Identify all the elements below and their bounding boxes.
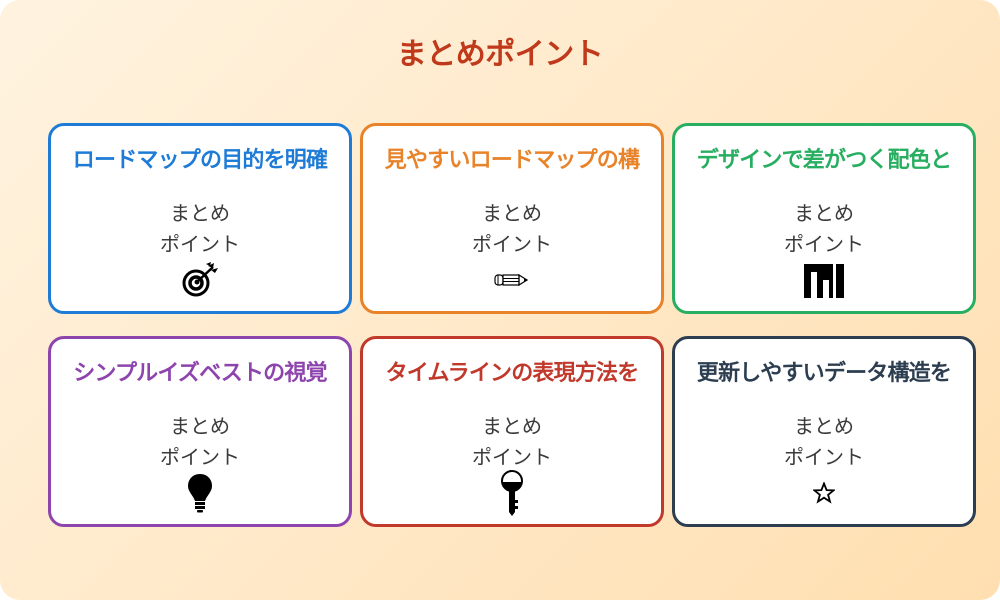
card-subtitle-line2: ポイント [160,445,240,469]
card-subtitle: まとめ ポイント [363,411,661,473]
card-subtitle: まとめ ポイント [51,198,349,260]
card-subtitle-line1: まとめ [170,414,230,438]
card-subtitle-line1: まとめ [482,414,542,438]
lightbulb-icon [51,474,349,513]
key-icon [363,470,661,516]
star-icon [675,475,973,511]
card-title: ロードマップの目的を明確 [72,148,328,173]
summary-card-roadmap-purpose[interactable]: ロードマップの目的を明確 まとめ ポイント [48,123,352,314]
card-subtitle-line1: まとめ [794,201,854,225]
bar-chart-icon [675,262,973,298]
card-subtitle: まとめ ポイント [363,198,661,260]
card-subtitle: まとめ ポイント [675,198,973,260]
card-title: シンプルイズベストの視覚 [73,361,327,386]
card-title: 見やすいロードマップの構 [384,148,640,173]
card-title: デザインで差がつく配色と [696,148,952,173]
card-subtitle-line2: ポイント [784,445,864,469]
card-subtitle-line1: まとめ [482,201,542,225]
summary-card-timeline[interactable]: タイムラインの表現方法を まとめ ポイント [360,336,664,527]
page-title: まとめポイント [396,37,604,72]
card-subtitle: まとめ ポイント [51,411,349,473]
target-icon [51,262,349,298]
card-title: タイムラインの表現方法を [385,361,640,386]
card-title: 更新しやすいデータ構造を [696,361,952,386]
pencil-icon [363,262,661,298]
card-subtitle-line1: まとめ [794,414,854,438]
summary-card-grid: ロードマップの目的を明確 まとめ ポイント 見やすいロードマップの構 [48,123,976,527]
summary-card-roadmap-structure[interactable]: 見やすいロードマップの構 まとめ ポイント [360,123,664,314]
card-subtitle-line2: ポイント [472,445,552,469]
card-subtitle: まとめ ポイント [675,411,973,473]
card-subtitle-line2: ポイント [784,232,864,256]
card-subtitle-line1: まとめ [170,201,230,225]
summary-card-data-structure[interactable]: 更新しやすいデータ構造を まとめ ポイント [672,336,976,527]
card-subtitle-line2: ポイント [160,232,240,256]
card-subtitle-line2: ポイント [472,232,552,256]
summary-card-simple-visual[interactable]: シンプルイズベストの視覚 まとめ ポイント [48,336,352,527]
summary-card-design-colors[interactable]: デザインで差がつく配色と まとめ ポイント [672,123,976,314]
